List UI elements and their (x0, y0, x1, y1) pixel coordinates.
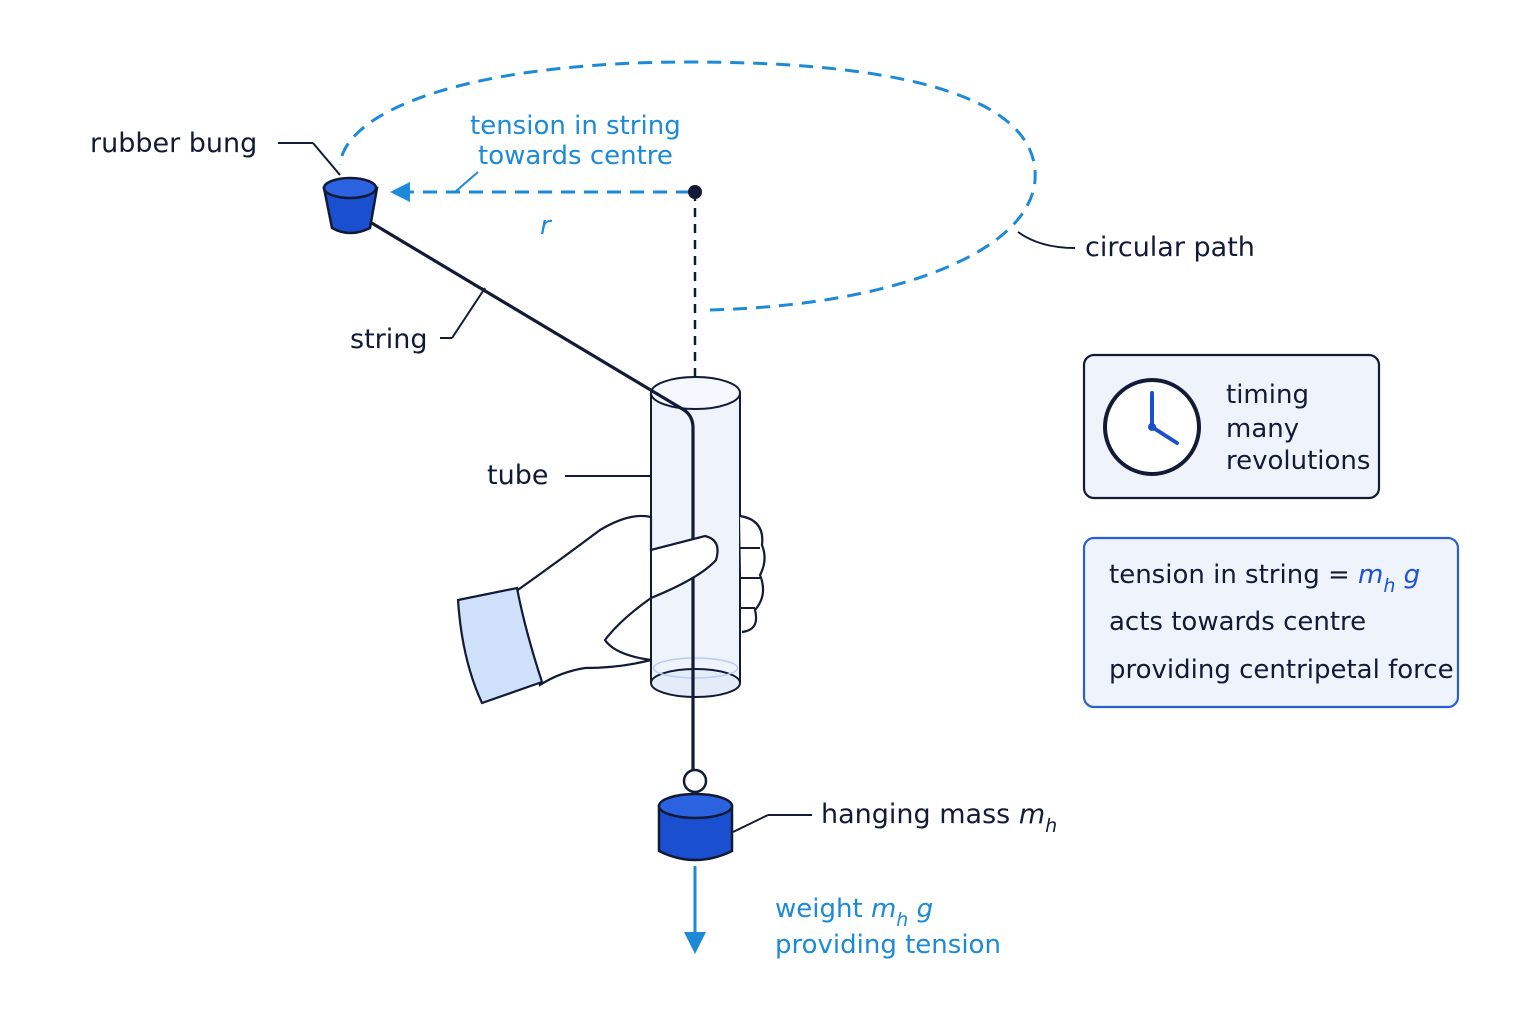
weight-label-line1: weight mh g (775, 894, 933, 931)
timing-line2: many (1226, 414, 1299, 444)
tube-label: tube (487, 460, 548, 491)
hanging-mass-leader (732, 814, 769, 833)
circular-path-leader (1017, 231, 1076, 249)
string (369, 220, 695, 770)
radius-label: r (540, 211, 553, 241)
hook-ring (682, 768, 708, 794)
tension-label-leader (454, 171, 479, 193)
string-label: string (350, 324, 428, 355)
weight-label-line2: providing tension (775, 930, 1001, 960)
centre-point (688, 185, 702, 199)
string-leader (451, 287, 486, 339)
circular-path (338, 60, 1037, 312)
clock-icon (1103, 378, 1201, 476)
tension-label-line1: tension in string (470, 111, 681, 141)
tube (650, 376, 741, 698)
tension-box-line1: tension in string = mh g (1109, 560, 1420, 597)
timing-box: timing many revolutions (1082, 353, 1381, 500)
tension-box: tension in string = mh g acts towards ce… (1082, 536, 1460, 709)
weight-arrowhead (684, 932, 706, 954)
circular-path-label: circular path (1085, 232, 1255, 263)
hanging-mass-label: hanging mass mh (821, 799, 1057, 837)
tension-arrowhead (390, 182, 410, 202)
hand (456, 514, 766, 705)
timing-line1: timing (1226, 380, 1309, 410)
rubber-bung-label: rubber bung (90, 128, 257, 159)
rubber-bung (322, 176, 379, 235)
tension-box-line2: acts towards centre (1109, 607, 1366, 637)
rubber-bung-leader-2 (312, 142, 341, 176)
tension-label-line2: towards centre (478, 141, 673, 171)
tension-box-line3: providing centripetal force (1109, 655, 1454, 685)
timing-line3: revolutions (1226, 446, 1370, 476)
hanging-mass (657, 792, 734, 862)
